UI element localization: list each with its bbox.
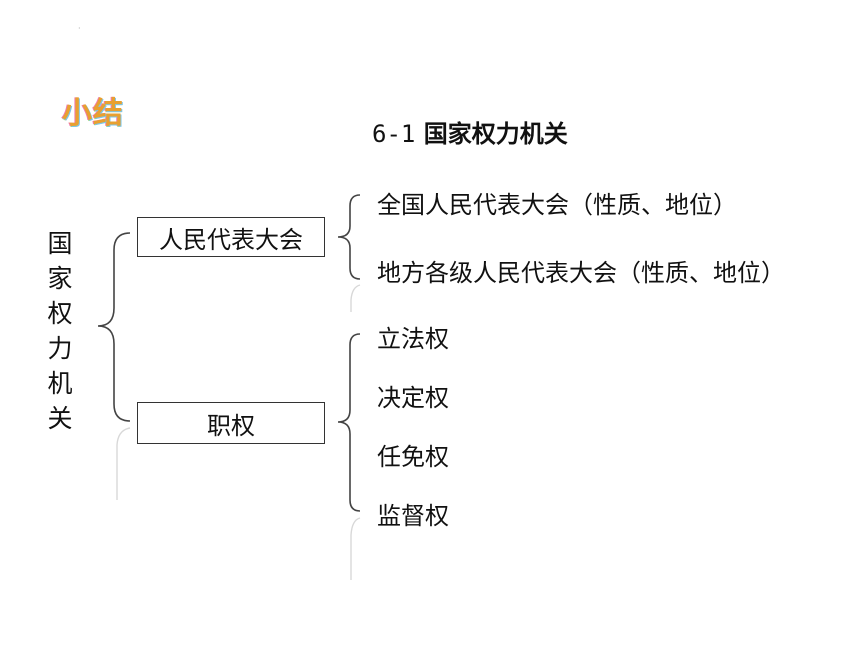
root-char: 关 (47, 404, 73, 433)
power-item: 监督权 (377, 502, 449, 530)
power-item: 任免权 (377, 443, 449, 471)
powers-box: 职权 (137, 402, 325, 444)
root-label: 国 家 权 力 机 关 (45, 226, 75, 436)
shadow-stroke (350, 517, 361, 580)
npc-item-national: 全国人民代表大会（性质、地位） (377, 191, 737, 219)
title-number: 6-1 (372, 120, 416, 148)
npc-box: 人民代表大会 (137, 217, 325, 257)
root-brace (97, 232, 131, 422)
root-char: 家 (47, 264, 73, 293)
title-text: 国家权力机关 (423, 120, 568, 148)
power-item: 决定权 (377, 384, 449, 412)
powers-label: 职权 (207, 411, 255, 440)
slide-title: 6-1 国家权力机关 (372, 114, 568, 149)
root-char: 力 (47, 334, 73, 363)
npc-brace (337, 194, 361, 280)
npc-item-local: 地方各级人民代表大会（性质、地位） (377, 259, 785, 287)
slide-marker: · (78, 24, 81, 33)
shadow-stroke (116, 427, 131, 500)
shadow-stroke (350, 284, 361, 312)
root-char: 权 (47, 299, 73, 328)
root-char: 国 (47, 229, 73, 258)
npc-label: 人民代表大会 (159, 225, 303, 254)
root-char: 机 (47, 369, 73, 398)
summary-label: 小结 (62, 96, 124, 131)
powers-brace (337, 333, 361, 512)
power-item: 立法权 (377, 325, 449, 353)
